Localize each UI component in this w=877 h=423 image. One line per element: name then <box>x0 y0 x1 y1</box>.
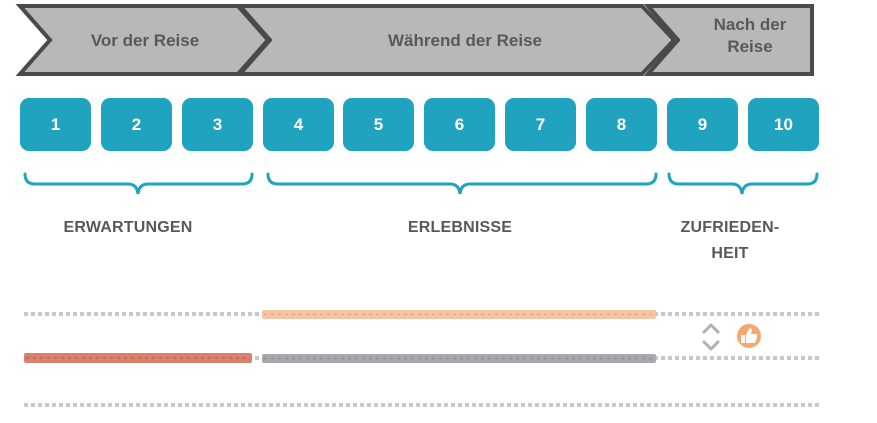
step-box-3: 3 <box>182 98 253 151</box>
step-box-6: 6 <box>424 98 495 151</box>
experience-bar-low <box>262 354 656 363</box>
brace-expectations <box>23 172 254 195</box>
brace-experiences <box>266 172 658 195</box>
phase-label-after: Nach der Reise <box>713 15 787 56</box>
step-box-5: 5 <box>343 98 414 151</box>
up-down-chevron-icon <box>702 323 720 351</box>
brace-satisfaction <box>667 172 819 195</box>
step-box-9: 9 <box>667 98 738 151</box>
thumbs-up-icon <box>737 324 761 348</box>
step-box-8: 8 <box>586 98 657 151</box>
group-braces <box>23 172 819 195</box>
step-box-2: 2 <box>101 98 172 151</box>
group-label-expectations: ERWARTUNGEN <box>63 219 193 236</box>
step-box-1: 1 <box>20 98 91 151</box>
group-label-satisfaction: ZUFRIEDEN- HEIT <box>680 219 780 262</box>
phase-label-before: Vor der Reise <box>90 31 200 50</box>
group-label-experiences: ERLEBNISSE <box>407 219 513 236</box>
experience-bar-high <box>262 310 656 319</box>
step-box-10: 10 <box>748 98 819 151</box>
comparison-lines <box>24 310 822 407</box>
phase-arrow-during <box>235 3 677 76</box>
phase-box-after <box>643 3 814 76</box>
phase-chevrons <box>15 3 814 76</box>
step-box-7: 7 <box>505 98 576 151</box>
phase-label-during: Während der Reise <box>388 31 542 50</box>
step-box-4: 4 <box>263 98 334 151</box>
